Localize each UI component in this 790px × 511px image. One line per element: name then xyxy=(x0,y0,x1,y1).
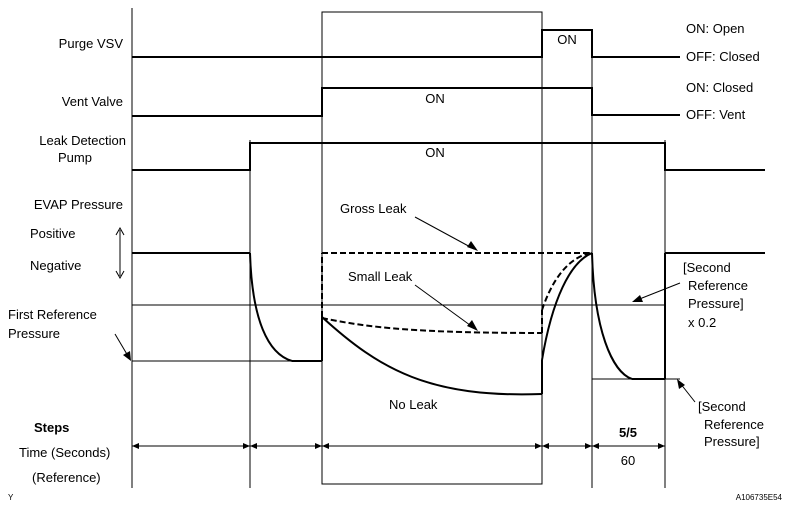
phase-boundaries xyxy=(131,8,666,488)
small-leak-label: Small Leak xyxy=(348,269,413,284)
vent-valve-on-label: ON xyxy=(425,91,445,106)
steps-label: Steps xyxy=(34,420,69,435)
second-ref-line1: [Second xyxy=(698,399,746,414)
negative-label: Negative xyxy=(30,258,81,273)
purge-on-open-label: ON: Open xyxy=(686,21,745,36)
evap-pressure-label: EVAP Pressure xyxy=(34,197,123,212)
purge-vsv-on-label: ON xyxy=(557,32,577,47)
time-label: Time (Seconds) xyxy=(19,445,110,460)
reference-label: (Reference) xyxy=(32,470,101,485)
leak-pump-label-line2: Pump xyxy=(58,150,92,165)
second-ref-x02-line4: x 0.2 xyxy=(688,315,716,330)
test-window-box xyxy=(321,11,543,485)
purge-off-closed-label: OFF: Closed xyxy=(686,49,760,64)
small-leak-curve xyxy=(321,317,543,334)
annotation-arrows xyxy=(114,216,696,403)
evap-pressure-trace xyxy=(132,252,765,396)
leak-pump-on-label: ON xyxy=(425,145,445,160)
no-leak-curve xyxy=(321,316,543,396)
second-ref-x02-line2: Reference xyxy=(688,278,748,293)
corner-left-label: Y xyxy=(8,493,14,502)
figure-id-label: A106735E54 xyxy=(736,493,783,502)
leak-pump-label-line1: Leak Detection xyxy=(39,133,126,148)
no-leak-label: No Leak xyxy=(389,397,438,412)
purge-vsv-label: Purge VSV xyxy=(59,36,124,51)
gross-leak-label: Gross Leak xyxy=(340,201,407,216)
vent-valve-signal xyxy=(132,87,680,117)
step-5-of-5-label: 5/5 xyxy=(619,425,637,440)
time-dimension-arrows xyxy=(132,443,665,449)
pressure-direction-arrow xyxy=(115,226,125,280)
leak-dashed-traces xyxy=(321,252,592,334)
second-ref-x02-line1: [Second xyxy=(683,260,731,275)
vent-valve-label: Vent Valve xyxy=(62,94,123,109)
second-ref-x02-line3: Pressure] xyxy=(688,296,744,311)
step-5-time-value: 60 xyxy=(621,453,635,468)
vent-on-closed-label: ON: Closed xyxy=(686,80,753,95)
positive-label: Positive xyxy=(30,226,76,241)
second-ref-line2: Reference xyxy=(704,417,764,432)
vent-off-vent-label: OFF: Vent xyxy=(686,107,746,122)
first-reference-label-line1: First Reference xyxy=(8,307,97,322)
leak-pump-signal xyxy=(132,142,765,171)
first-reference-label-line2: Pressure xyxy=(8,326,60,341)
second-ref-line3: Pressure] xyxy=(704,434,760,449)
purge-vsv-signal xyxy=(132,29,680,58)
